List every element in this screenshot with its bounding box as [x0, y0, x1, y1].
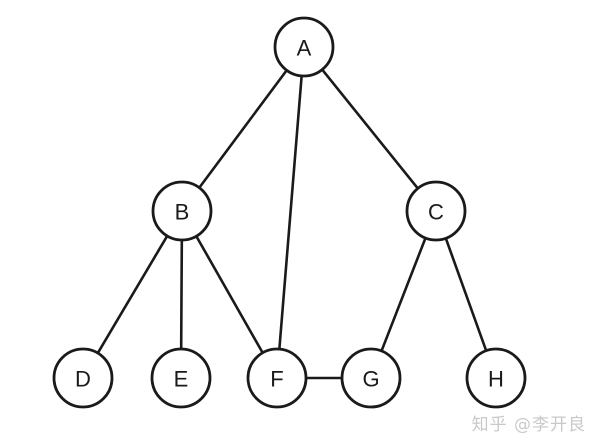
node-label-b: B — [175, 200, 190, 225]
edge-b-e — [179, 237, 184, 352]
node-label-e: E — [174, 367, 189, 392]
node-g[interactable]: G — [340, 347, 402, 409]
edge-c-h — [444, 236, 488, 353]
edge-a-f — [277, 73, 304, 352]
edge-a-b — [197, 68, 289, 190]
node-label-g: G — [362, 367, 379, 392]
node-d[interactable]: D — [52, 347, 114, 409]
node-circle-f[interactable] — [246, 347, 308, 409]
node-label-h: H — [488, 367, 504, 392]
watermark: 知乎 @李开良 — [471, 415, 586, 435]
edges-layer — [95, 67, 488, 380]
edge-a-c — [320, 67, 420, 191]
node-a[interactable]: A — [273, 16, 335, 78]
node-circle-h[interactable] — [465, 347, 527, 409]
node-label-c: C — [428, 200, 444, 225]
node-circle-c[interactable] — [405, 180, 467, 242]
node-circle-b[interactable] — [151, 180, 213, 242]
node-c[interactable]: C — [405, 180, 467, 242]
node-b[interactable]: B — [151, 180, 213, 242]
node-h[interactable]: H — [465, 347, 527, 409]
edge-b-d — [95, 233, 170, 356]
node-circle-g[interactable] — [340, 347, 402, 409]
node-circle-d[interactable] — [52, 347, 114, 409]
nodes-layer: A B C D E F G H — [52, 16, 527, 409]
edge-b-f — [194, 234, 265, 355]
node-label-f: F — [270, 367, 283, 392]
node-e[interactable]: E — [150, 347, 212, 409]
node-label-a: A — [297, 36, 312, 61]
node-circle-a[interactable] — [273, 16, 335, 78]
node-f[interactable]: F — [246, 347, 308, 409]
node-circle-e[interactable] — [150, 347, 212, 409]
node-label-d: D — [75, 367, 91, 392]
edge-c-g — [379, 235, 428, 354]
